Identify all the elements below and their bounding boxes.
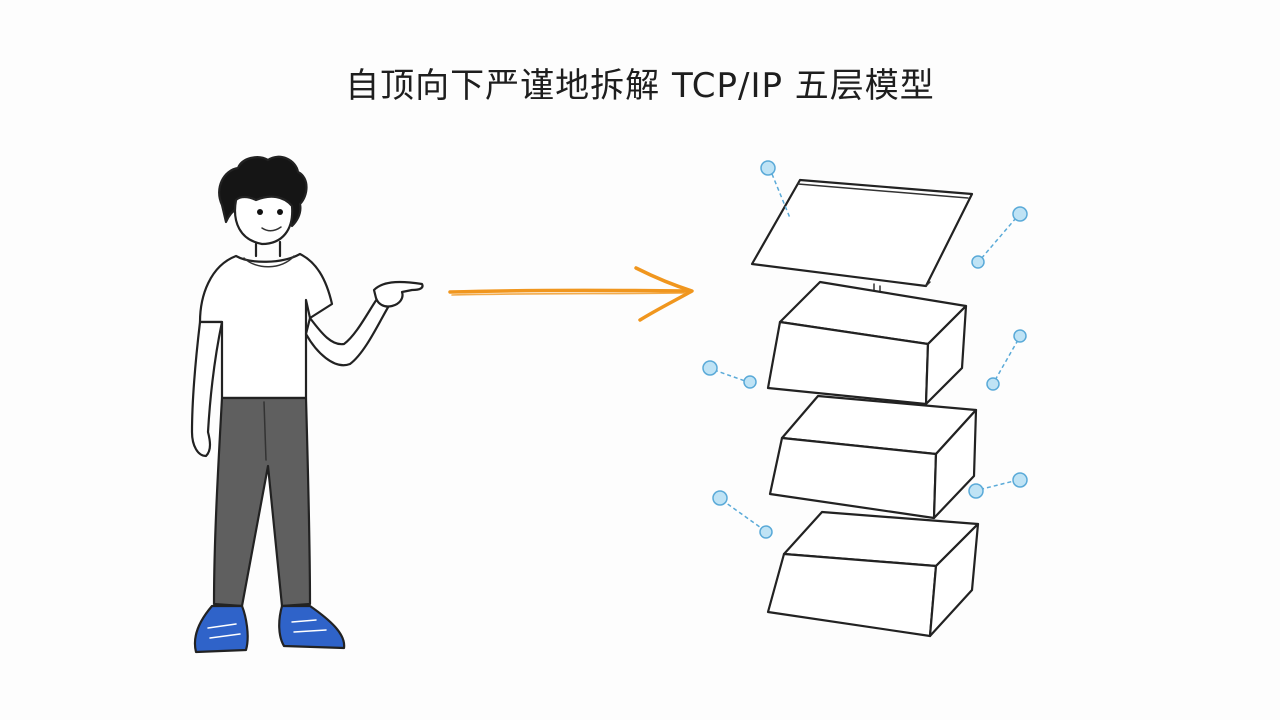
- right-shoe: [278, 604, 346, 650]
- left-arm: [190, 320, 224, 458]
- t-shirt: [198, 252, 334, 400]
- layer-1: [750, 178, 974, 288]
- left-eye: [257, 209, 263, 215]
- person-pointing: [190, 155, 424, 654]
- layer-2: [766, 280, 968, 406]
- pants-seam: [263, 401, 267, 461]
- right-eye: [277, 209, 283, 215]
- layer-4: [766, 510, 980, 638]
- arrow-right-icon: [448, 266, 694, 322]
- layer-3: [768, 394, 978, 520]
- layer-stack: [750, 178, 980, 638]
- pants: [212, 396, 312, 608]
- collar: [243, 255, 295, 268]
- shoe-laces: [207, 619, 327, 639]
- left-shoe: [193, 604, 249, 654]
- page-title: 自顶向下严谨地拆解 TCP/IP 五层模型: [345, 66, 935, 106]
- pointing-hand: [372, 280, 424, 308]
- neck: [254, 240, 282, 258]
- network-nodes: [702, 160, 1028, 539]
- face: [234, 195, 294, 246]
- smile: [261, 226, 282, 232]
